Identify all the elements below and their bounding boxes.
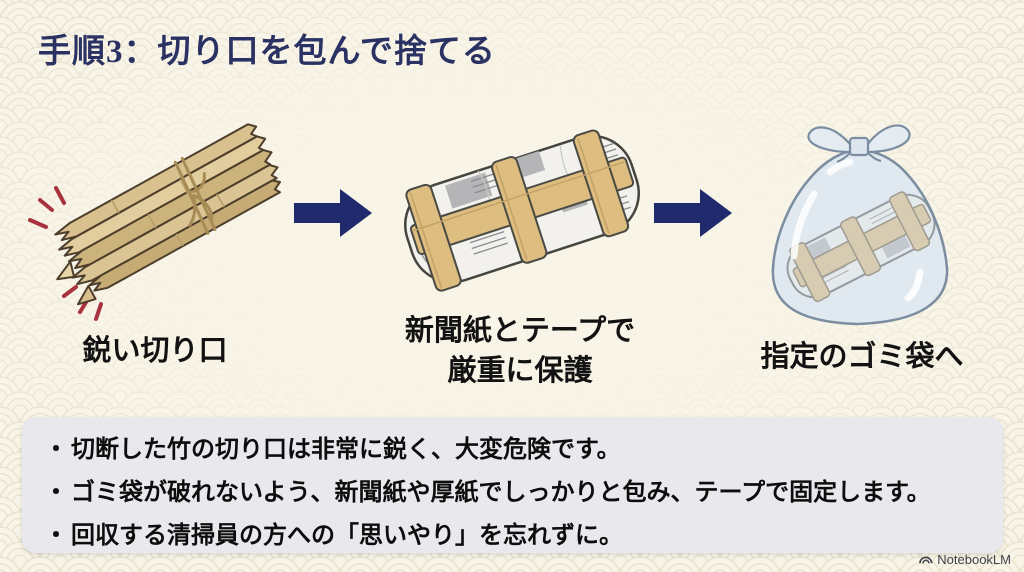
note-item: ・ゴミ袋が破れないよう、新聞紙や厚紙でしっかりと包み、テープで固定します。 xyxy=(44,471,983,514)
note-text: 回収する清掃員の方への「思いやり」を忘れずに。 xyxy=(71,522,623,549)
wrapped-bundle-illustration xyxy=(385,115,660,305)
step3-caption: 指定のゴミ袋へ xyxy=(760,341,964,373)
watermark: NotebookLM xyxy=(918,552,1011,567)
watermark-label: NotebookLM xyxy=(937,552,1011,567)
trash-bag-illustration xyxy=(752,94,970,339)
note-text: ゴミ袋が破れないよう、新聞紙や厚紙でしっかりと包み、テープで固定します。 xyxy=(71,479,931,506)
note-item: ・切断した竹の切り口は非常に鋭く、大変危険です。 xyxy=(44,428,983,471)
arrow-right-icon xyxy=(294,187,374,239)
notes-box: ・切断した竹の切り口は非常に鋭く、大変危険です。 ・ゴミ袋が破れないよう、新聞紙… xyxy=(22,417,1003,553)
bullet: ・ xyxy=(44,436,68,463)
bullet: ・ xyxy=(44,479,68,506)
notebooklm-logo-icon xyxy=(918,553,933,566)
page-title: 手順3：切り口を包んで捨てる xyxy=(38,34,496,70)
note-item: ・回収する清掃員の方への「思いやり」を忘れずに。 xyxy=(44,514,983,557)
arrow-right-icon xyxy=(654,187,734,239)
step2-caption: 新聞紙とテープで 厳重に保護 xyxy=(404,315,636,387)
bag-knot xyxy=(807,124,911,164)
step1-caption: 鋭い切り口 xyxy=(82,335,228,367)
note-text: 切断した竹の切り口は非常に鋭く、大変危険です。 xyxy=(71,436,621,463)
bullet: ・ xyxy=(44,522,68,549)
bamboo-bundle-illustration xyxy=(22,108,290,330)
